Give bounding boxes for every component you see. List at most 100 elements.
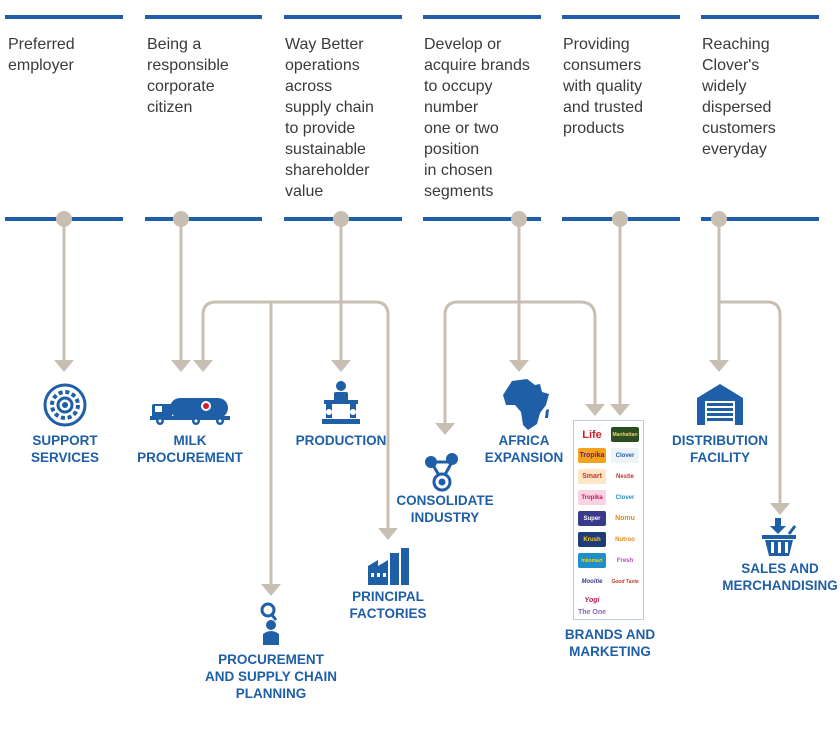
label-principal-factories: PRINCIPAL FACTORIES [340,588,436,622]
goal-line: segments [424,183,494,200]
timeline-dots [56,211,727,227]
goal-line: in chosen [424,162,493,179]
arrowhead [585,404,605,416]
goal-way-better-operations: Way Better operations across supply chai… [285,34,374,202]
goal-line: operations [285,57,360,74]
label-support-services: SUPPORT SERVICES [15,432,115,466]
brand-logo: Manhattan [611,427,639,442]
label-line: AND SUPPLY CHAIN [204,669,338,684]
goal-line: Being a [147,36,202,53]
brand-logo: Tropika [578,448,606,463]
label-line: CONSOLIDATE [396,493,494,508]
label-line: SUPPORT [32,433,98,448]
arrowhead [709,360,729,372]
goal-develop-brands: Develop or acquire brands to occupy numb… [424,34,530,202]
timeline-bars [5,217,819,221]
goal-providing-consumers: Providing consumers with quality and tru… [563,34,643,139]
label-sales-merchandising: SALES AND MERCHANDISING [721,560,839,594]
arrowhead [193,360,213,372]
tanker-truck-icon [150,398,230,425]
goal-line: products [563,120,625,137]
brand-logo: Clover [611,448,639,463]
label-line: FACTORIES [349,606,427,621]
goal-preferred-employer: Preferred employer [8,34,75,76]
label-line: PROCUREMENT [137,450,243,465]
arrowheads [54,360,790,596]
goal-line: dispersed [702,99,772,116]
goal-line: across [285,78,333,95]
arrowhead [770,503,790,515]
goal-line: employer [8,57,74,74]
label-line: MILK [173,433,207,448]
worker-machine-icon [322,381,360,424]
goal-line: one or two [424,120,499,137]
label-procurement-supply-chain: PROCUREMENT AND SUPPLY CHAIN PLANNING [196,651,346,702]
arrowhead [509,360,529,372]
africa-map-icon [503,379,549,430]
goal-line: acquire brands [424,57,530,74]
goal-line: number [424,99,479,116]
goal-line: everyday [702,141,767,158]
label-distribution-facility: DISTRIBUTION FACILITY [664,432,776,466]
goal-line: consumers [563,57,642,74]
brand-logo: Nutroo [615,536,635,543]
label-line: EXPANSION [484,450,564,465]
goal-line: and trusted [563,99,644,116]
goal-line: with quality [563,78,643,95]
label-line: BRANDS AND [564,627,656,642]
brand-logo: Nestle [615,473,634,480]
goal-line: Clover's [702,57,760,74]
person-magnifier-icon [260,602,279,645]
brand-logo: Smart [578,469,606,484]
label-brands-and-marketing: BRANDS AND MARKETING [555,626,665,660]
goal-line: widely [702,78,747,95]
factory-icon [368,548,409,585]
label-line: PRINCIPAL [352,589,424,604]
goal-line: corporate [147,78,215,95]
top-bars [5,15,819,19]
goal-line: to occupy [424,78,493,95]
label-line: MERCHANDISING [722,578,838,593]
goal-line: citizen [147,99,193,116]
connectors [62,219,782,586]
brand-logo: Krush [578,532,606,547]
label-line: INDUSTRY [410,510,480,525]
arrowhead [435,423,455,435]
goal-line: customers [702,120,776,137]
goal-line: position [424,141,480,158]
label-line: PRODUCTION [295,433,387,448]
brand-logo: Mooitie [581,578,603,585]
label-line: PROCUREMENT [218,652,324,667]
brand-logos-collage: Life Manhattan Tropika Clover Smart Nest… [573,420,644,620]
label-production: PRODUCTION [286,432,396,449]
label-consolidate-industry: CONSOLIDATE INDUSTRY [390,492,500,526]
goal-line: Preferred [8,36,75,53]
label-line: FACILITY [690,450,750,465]
goal-line: Providing [563,36,630,53]
label-line: PLANNING [235,686,307,701]
arrowhead [378,528,398,540]
network-nodes-icon [425,453,458,492]
brand-logo: Inkomazi [578,553,606,568]
brand-logo: Good Taste [611,578,639,585]
brand-logo: Fresh [616,557,634,564]
arrowhead [54,360,74,372]
goal-line: responsible [147,57,229,74]
arrowhead [171,360,191,372]
label-line: SERVICES [30,450,100,465]
gear-icon [43,383,87,427]
brand-logo: Tropika [578,490,606,505]
brand-logo: Life [582,428,602,441]
goal-reaching-customers: Reaching Clover's widely dispersed custo… [702,34,776,160]
label-line: DISTRIBUTION [672,433,768,448]
label-line: MARKETING [569,644,651,659]
warehouse-icon [697,384,743,425]
goal-responsible-citizen: Being a responsible corporate citizen [147,34,229,118]
goal-line: Develop or [424,36,502,53]
goal-line: to provide [285,120,356,137]
brand-logo: Clover [615,494,635,501]
arrowhead [261,584,281,596]
goal-line: sustainable [285,141,366,158]
goal-line: Way Better [285,36,364,53]
